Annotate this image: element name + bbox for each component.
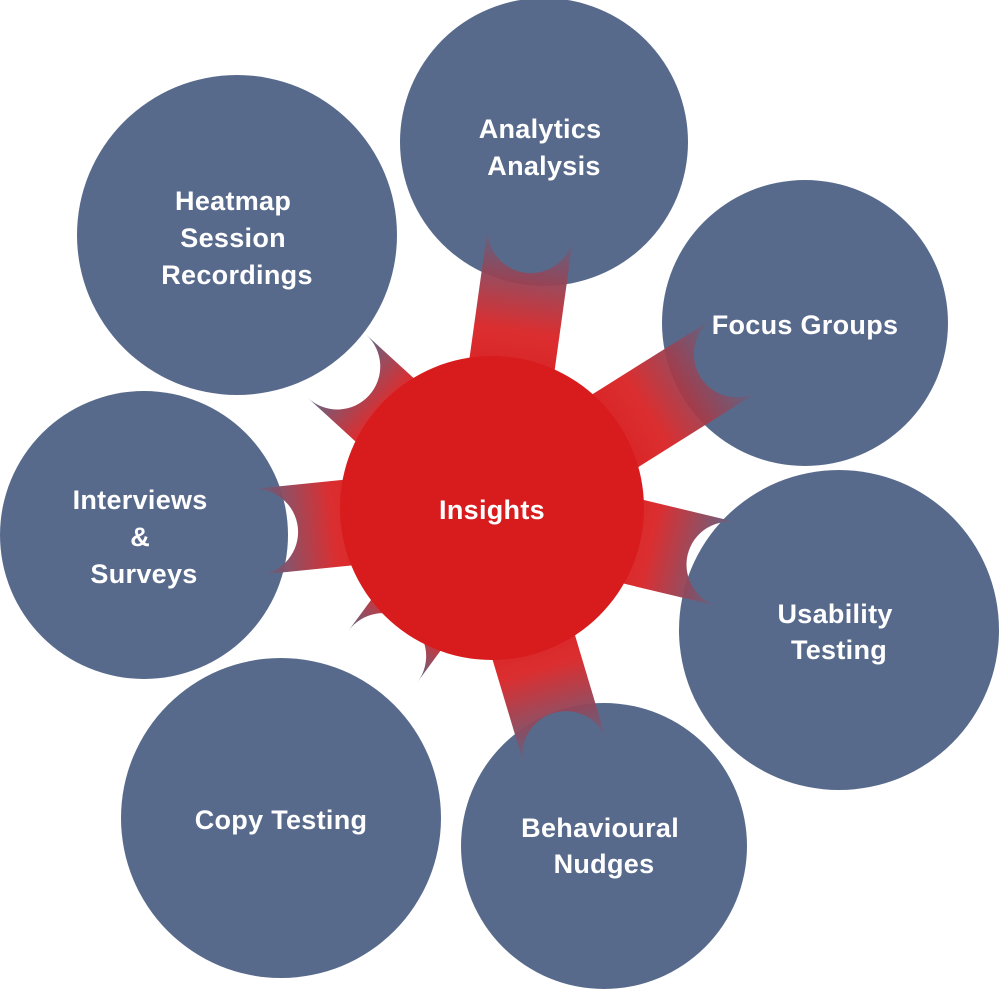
node-analytics-line-1: Analytics — [479, 114, 602, 144]
node-usability-line-2: Testing — [791, 635, 887, 665]
node-behavioural-line-2: Nudges — [554, 849, 655, 879]
node-interviews — [0, 391, 288, 679]
svg-text:Usability Testing: Usability Testing — [777, 599, 900, 665]
node-behavioural — [461, 703, 747, 989]
node-interviews-line-1: Interviews — [73, 485, 208, 515]
node-heatmap-line-3: Recordings — [161, 260, 313, 290]
node-copy-testing-circle — [121, 658, 441, 978]
node-interviews-line-2: & — [130, 522, 150, 552]
node-heatmap-line-1: Heatmap — [175, 186, 291, 216]
node-usability — [679, 470, 999, 790]
node-interviews-circle — [0, 391, 288, 679]
node-analytics — [400, 0, 688, 286]
svg-text:Interviews & S: Interviews & Surveys — [73, 485, 216, 589]
node-heatmap — [77, 75, 397, 395]
node-focus-groups-circle — [662, 180, 948, 466]
hub-label: Insights — [439, 495, 545, 525]
hub-insights: Insights — [340, 356, 644, 660]
hub-circle — [340, 356, 644, 660]
node-analytics-circle — [400, 0, 688, 286]
node-focus-groups-line-1: Focus Groups — [712, 310, 899, 340]
node-analytics-line-2: Analysis — [487, 151, 600, 181]
node-usability-circle — [679, 470, 999, 790]
svg-text:Behavioural Nudges: Behavioural Nudges — [521, 813, 687, 879]
node-copy-testing-line-1: Copy Testing — [195, 805, 368, 835]
node-focus-groups — [662, 180, 948, 466]
svg-text:Heatmap Session: Heatmap Session Recordings — [161, 186, 313, 290]
node-interviews-line-3: Surveys — [90, 559, 197, 589]
node-heatmap-circle — [77, 75, 397, 395]
node-usability-line-1: Usability — [777, 599, 892, 629]
svg-text:Focus Groups: Focus Groups — [712, 310, 899, 340]
node-copy-testing — [121, 658, 441, 978]
node-heatmap-line-2: Session — [180, 223, 286, 253]
svg-text:Copy Testing: Copy Testing — [195, 805, 368, 835]
svg-text:Analytics Analysis: Analytics Analysis — [479, 114, 610, 181]
node-behavioural-circle — [461, 703, 747, 989]
node-behavioural-line-1: Behavioural — [521, 813, 679, 843]
